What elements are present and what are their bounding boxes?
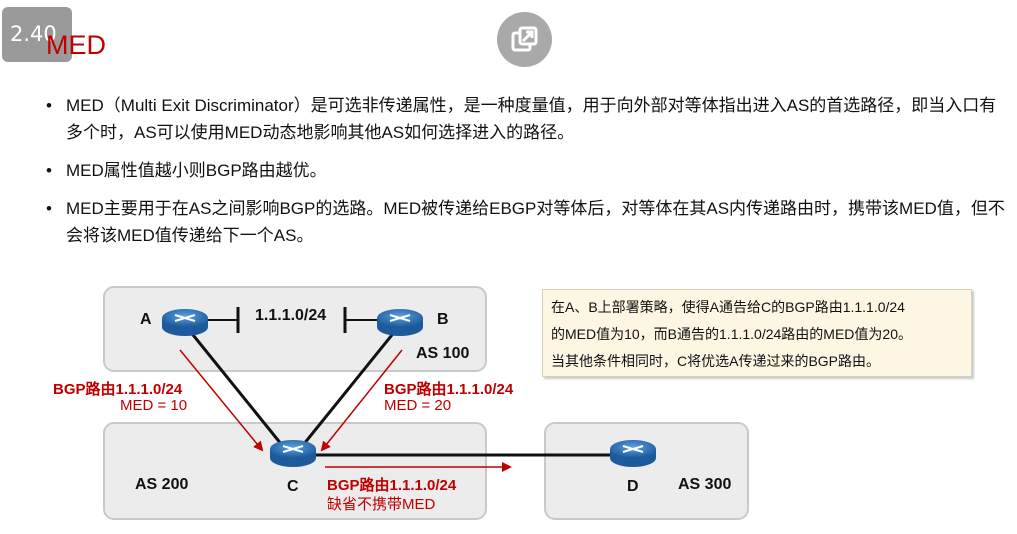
router-b-icon — [377, 309, 423, 336]
popout-button[interactable] — [497, 12, 552, 67]
bgp-topology-diagram — [103, 286, 749, 520]
router-d-icon — [610, 440, 656, 467]
note-line: 的MED值为10，而B通告的1.1.1.0/24路由的MED值为20。 — [551, 326, 912, 342]
as300-label: AS 300 — [678, 476, 732, 493]
as100-box — [103, 286, 487, 372]
policy-note-box: 在A、B上部署策略，使得A通告给C的BGP路由1.1.1.0/24 的MED值为… — [542, 289, 972, 377]
as100-label: AS 100 — [416, 345, 470, 362]
note-line: 当其他条件相同时，C将优选A传递过来的BGP路由。 — [551, 353, 881, 369]
bottom-route-label: BGP路由1.1.1.0/24 — [327, 477, 457, 494]
right-route-label: BGP路由1.1.1.0/24 — [384, 381, 514, 398]
link-b-c — [293, 324, 402, 456]
slide-number-badge: 2.40 — [2, 7, 72, 62]
bottom-note-label: 缺省不携带MED — [327, 496, 436, 513]
bullet-item: MED主要用于在AS之间影响BGP的选路。MED被传递给EBGP对等体后，对等体… — [42, 195, 1007, 249]
link-a-c — [183, 324, 292, 456]
as200-box — [103, 422, 487, 520]
right-med-label: MED = 20 — [384, 397, 452, 414]
bullet-list: MED（Multi Exit Discriminator）是可选非传递属性，是一… — [42, 92, 1007, 260]
router-d-label: D — [627, 478, 639, 495]
note-line: 在A、B上部署策略，使得A通告给C的BGP路由1.1.1.0/24 — [551, 299, 905, 315]
popout-icon — [511, 26, 538, 52]
slide-title: MED — [46, 30, 106, 60]
bullet-item: MED（Multi Exit Discriminator）是可选非传递属性，是一… — [42, 92, 1007, 146]
router-a-icon — [162, 309, 208, 336]
router-a-label: A — [140, 311, 152, 328]
router-b-label: B — [437, 311, 449, 328]
bullet-item: MED属性值越小则BGP路由越优。 — [42, 157, 1007, 184]
arrow-a-to-c — [179, 349, 264, 452]
network-label: 1.1.1.0/24 — [255, 307, 327, 324]
arrow-b-to-c — [320, 349, 403, 452]
left-route-label: BGP路由1.1.1.0/24 — [53, 381, 183, 398]
router-c-label: C — [287, 478, 299, 495]
left-med-label: MED = 10 — [120, 397, 188, 414]
as300-box — [544, 422, 749, 520]
router-c-icon — [270, 440, 316, 467]
as200-label: AS 200 — [135, 476, 189, 493]
